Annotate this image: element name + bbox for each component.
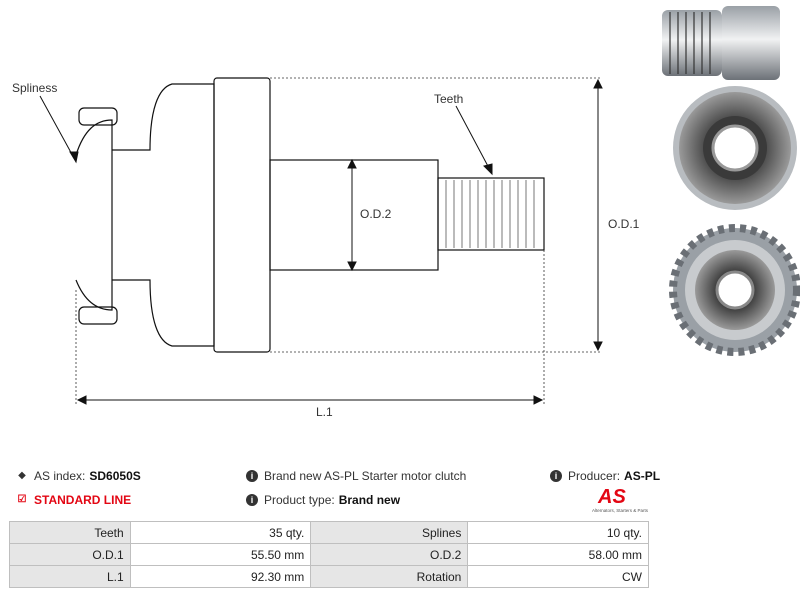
splines-label: Spliness: [12, 81, 57, 95]
product-type-label: Product type:: [264, 493, 335, 507]
splines-top-cap: [78, 107, 118, 126]
tag-icon: ◆: [18, 470, 26, 481]
info-icon: i: [246, 470, 258, 482]
producer-label: Producer:: [568, 469, 621, 483]
description-row: i Brand new AS-PL Starter motor clutch: [246, 469, 466, 483]
spec-value: CW: [467, 565, 649, 588]
side-view-photo: [662, 6, 780, 80]
spec-label: Teeth: [9, 521, 131, 544]
index-label: AS index:: [34, 469, 86, 483]
product-type-value: Brand new: [338, 493, 401, 507]
product-photos: [662, 6, 800, 356]
front-view-photo: [673, 86, 797, 210]
splines-bottom-cap: [78, 306, 118, 325]
spec-value: 58.00 mm: [467, 543, 649, 566]
body-shell: [112, 83, 215, 347]
spec-value: 92.30 mm: [129, 565, 312, 588]
index-value: SD6050S: [89, 469, 141, 483]
spec-label: Rotation: [310, 565, 469, 588]
logo-tagline: Alternators, Starters & Parts: [592, 508, 649, 513]
logo-text: AS: [597, 486, 626, 508]
table-row: O.D.1 55.50 mm O.D.2 58.00 mm: [9, 543, 649, 566]
shaft: [269, 159, 439, 271]
as-pl-logo: AS Alternators, Starters & Parts: [592, 486, 649, 513]
spec-value: 55.50 mm: [129, 543, 312, 566]
description-text: Brand new AS-PL Starter motor clutch: [264, 469, 467, 483]
teeth-label: Teeth: [434, 92, 463, 106]
body-housing: [213, 77, 271, 353]
teeth-gear: [437, 177, 545, 251]
checkbox-icon: ☑: [17, 494, 27, 505]
producer-value: AS-PL: [624, 469, 661, 483]
od2-label: O.D.2: [360, 207, 392, 221]
producer-row: i Producer: AS-PL: [550, 469, 660, 483]
od1-label: O.D.1: [608, 217, 640, 231]
spec-label: L.1: [9, 565, 131, 588]
standard-line-row: ☑ STANDARD LINE: [16, 493, 132, 507]
spec-label: Splines: [310, 521, 469, 544]
splines-fork: [75, 119, 113, 311]
spec-label: O.D.1: [9, 543, 131, 566]
standard-line-label: STANDARD LINE: [34, 493, 132, 507]
spec-label: O.D.2: [310, 543, 469, 566]
product-type-row: i Product type: Brand new: [246, 493, 400, 507]
l1-label: L.1: [316, 405, 333, 419]
info-icon: i: [246, 494, 258, 506]
table-row: Teeth 35 qty. Splines 10 qty.: [9, 521, 649, 544]
specs-table: Teeth 35 qty. Splines 10 qty. O.D.1 55.5…: [9, 521, 649, 588]
spec-value: 35 qty.: [129, 521, 312, 544]
index-row: ◆ AS index: SD6050S: [16, 469, 141, 483]
technical-drawing: Spliness Teeth O.D.2 O.D.1 L.1: [12, 77, 640, 419]
spec-value: 10 qty.: [467, 521, 649, 544]
table-row: L.1 92.30 mm Rotation CW: [9, 565, 649, 588]
gear-view-photo: [669, 224, 800, 356]
info-icon: i: [550, 470, 562, 482]
